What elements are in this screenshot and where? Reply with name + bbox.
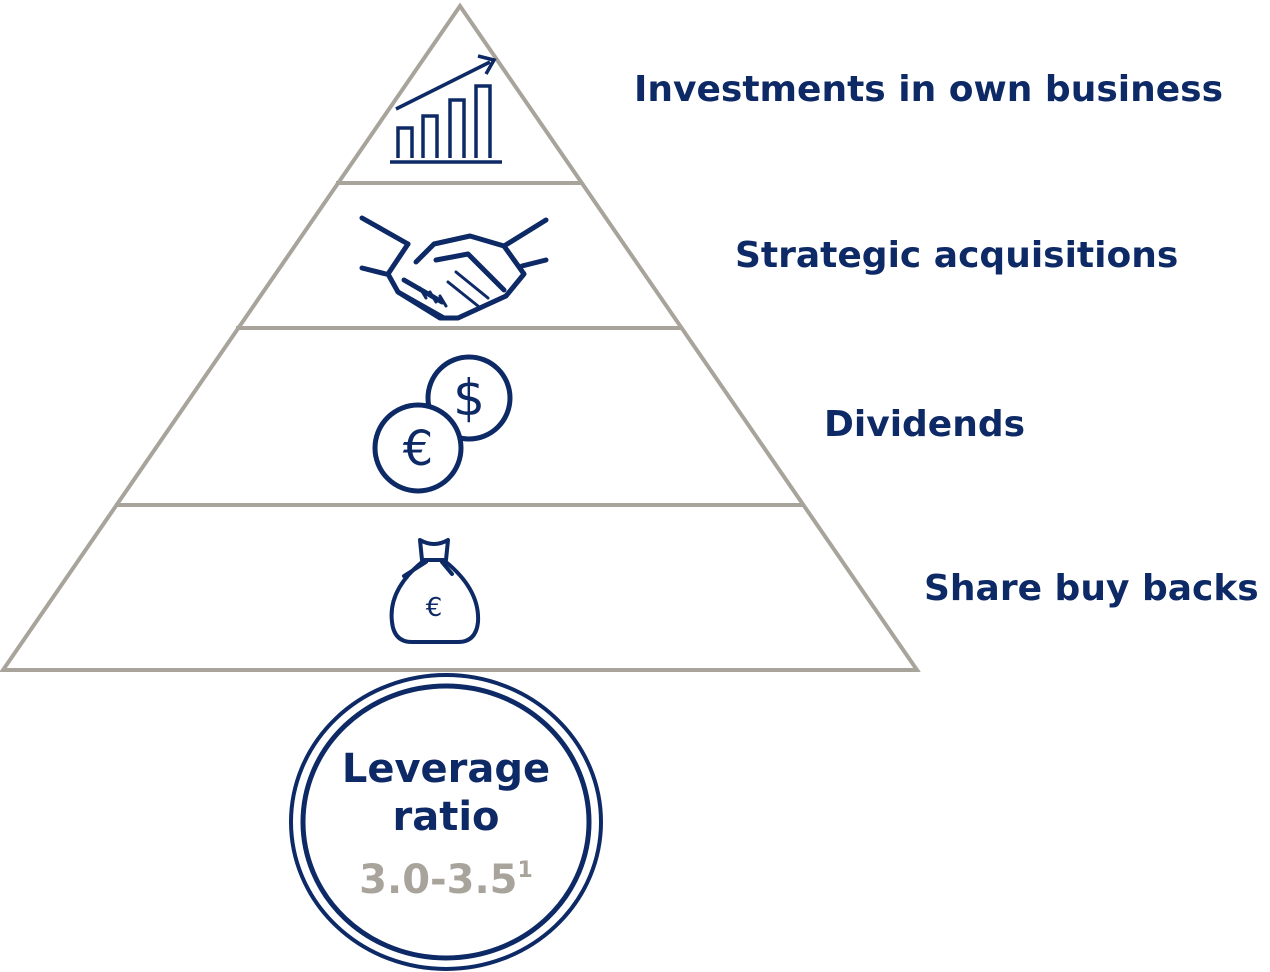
leverage-badge — [289, 673, 603, 971]
leverage-value: 3.0-3.5 — [359, 857, 518, 903]
pyramid-outline — [0, 2, 921, 672]
euro-symbol: € — [403, 421, 434, 477]
coins-icon: $ € — [372, 354, 513, 494]
handshake-icon — [359, 215, 549, 321]
money-bag-icon: € — [389, 538, 481, 644]
leverage-footnote: 1 — [517, 858, 533, 883]
leverage-title-line1: Leverage — [341, 746, 551, 792]
leverage-value-line: 3.0-3.51 — [290, 845, 602, 906]
leverage-title-line2: ratio — [392, 794, 500, 840]
tier-label-investments: Investments in own business — [634, 69, 1223, 110]
tier-label-dividends: Dividends — [824, 404, 1026, 445]
tier-label-share-buy-backs: Share buy backs — [924, 568, 1259, 609]
dollar-symbol: $ — [453, 369, 485, 427]
bag-euro-symbol: € — [426, 593, 443, 623]
leverage-text: Leverage ratio 3.0-3.51 — [290, 745, 602, 906]
bar-chart-growth-icon — [390, 54, 502, 164]
tier-label-acquisitions: Strategic acquisitions — [735, 235, 1179, 276]
